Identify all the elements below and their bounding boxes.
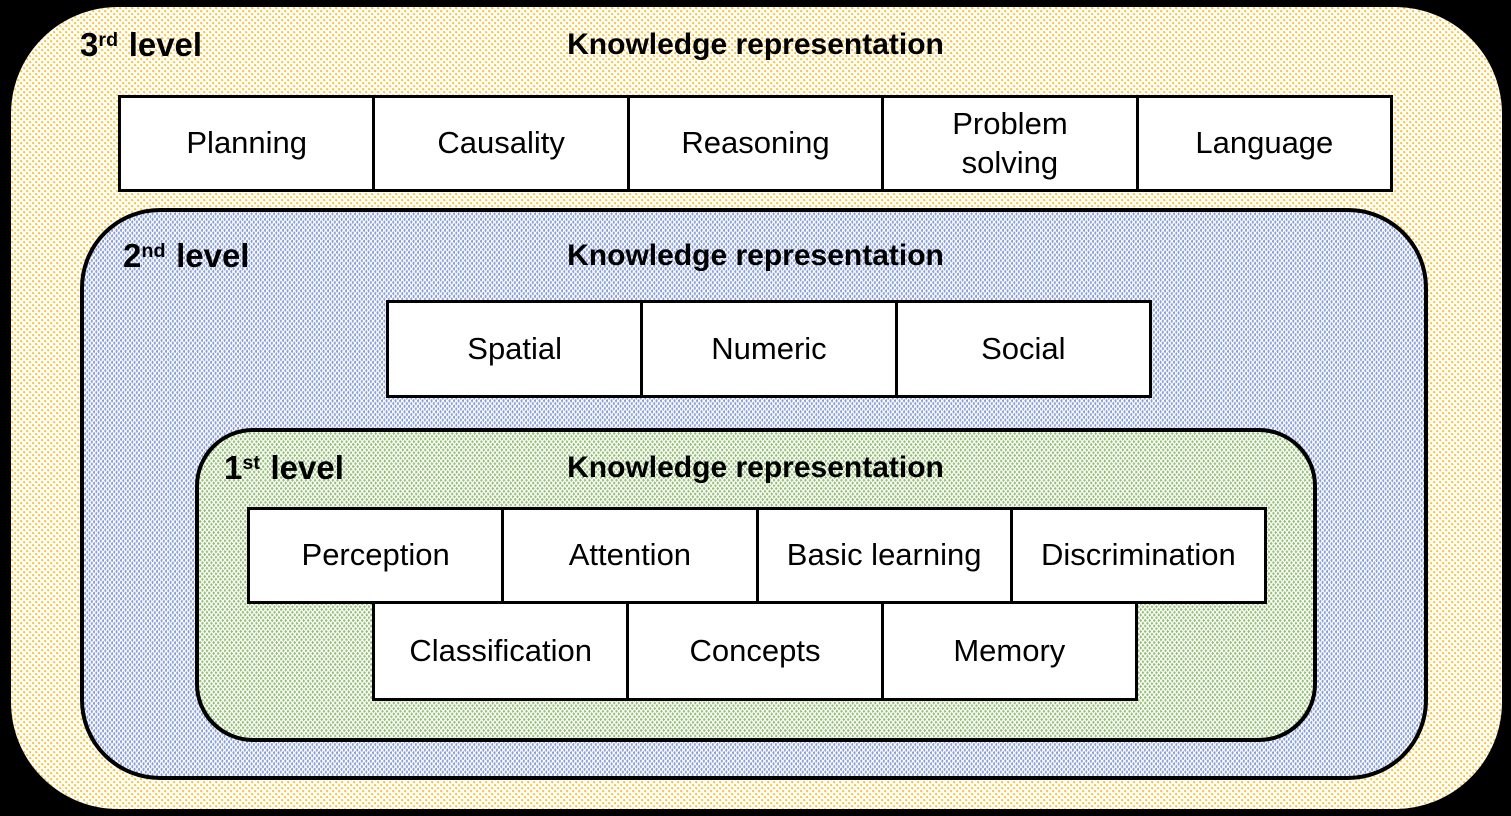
level-1-label-word: level [270, 449, 344, 486]
level-3-label-number: 3 [80, 26, 99, 63]
level-2-label-ordinal: nd [141, 240, 166, 263]
box-perception: Perception [247, 507, 505, 604]
box-memory: Memory [880, 601, 1138, 701]
box-discrimination: Discrimination [1009, 507, 1267, 604]
level-1-label-number: 1 [224, 449, 243, 486]
level-3-title: Knowledge representation [567, 28, 944, 61]
box-causality: Causality [372, 95, 630, 192]
level-1-box-row-2: Classification Concepts Memory [372, 601, 1138, 701]
level-2-title: Knowledge representation [567, 239, 944, 272]
level-1-label-ordinal: st [242, 452, 260, 475]
box-reasoning: Reasoning [626, 95, 885, 192]
box-numeric: Numeric [640, 300, 898, 398]
box-concepts: Concepts [626, 601, 884, 701]
box-problem-solving: Problem solving [881, 95, 1139, 192]
box-spatial: Spatial [386, 300, 644, 398]
box-basic-learning: Basic learning [755, 507, 1013, 604]
box-language: Language [1135, 95, 1394, 192]
box-planning: Planning [118, 95, 376, 192]
level-3-label-ordinal: rd [98, 29, 119, 52]
level-1-box-row-1: Perception Attention Basic learning Disc… [247, 507, 1267, 604]
level-2-box-row: Spatial Numeric Social [386, 300, 1152, 398]
level-2-label-number: 2 [123, 237, 142, 274]
box-attention: Attention [501, 507, 759, 604]
box-social: Social [894, 300, 1152, 398]
level-1-title: Knowledge representation [567, 451, 944, 484]
level-3-label-word: level [128, 26, 203, 63]
level-2-label-word: level [176, 237, 250, 274]
box-classification: Classification [372, 601, 630, 701]
level-3-box-row: Planning Causality Reasoning Problem sol… [118, 95, 1394, 192]
